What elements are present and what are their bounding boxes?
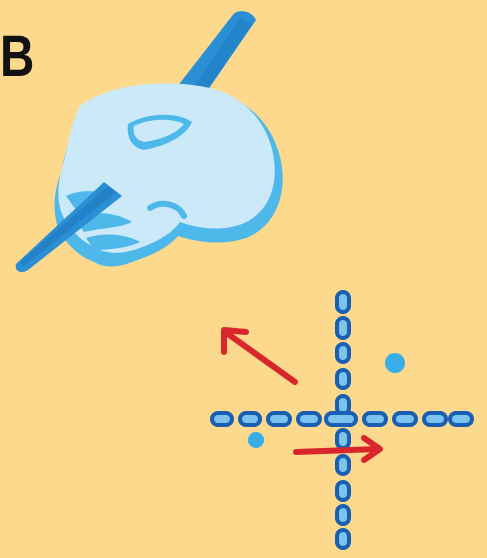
axis-horizontal-dash: [296, 411, 322, 427]
axis-vertical-dash: [335, 454, 351, 476]
axis-horizontal-dash: [266, 411, 292, 427]
thumb-highlight: [133, 119, 184, 142]
axis-horizontal-dash: [448, 411, 474, 427]
red-arrow-icon: [221, 327, 383, 463]
axis-vertical-dash: [335, 368, 351, 390]
dot: [385, 353, 405, 373]
axis-vertical-dash: [335, 428, 351, 450]
arrow-diagonal-head: [221, 327, 249, 355]
dot: [248, 432, 264, 448]
axis-horizontal-dash: [362, 411, 388, 427]
axis-horizontal-dash: [422, 411, 448, 427]
knuckle-line: [147, 200, 187, 219]
axis-vertical-dash: [335, 316, 351, 340]
axis-horizontal-dash: [238, 411, 262, 427]
axis-horizontal-dash: [392, 411, 418, 427]
finger-curl-3: [86, 234, 140, 250]
hand-holding-pen-icon: [15, 11, 283, 272]
axis-vertical-dash: [335, 480, 351, 502]
axis-vertical-dash: [335, 504, 351, 526]
arrow-horizontal-shaft: [293, 446, 381, 455]
hand-main: [58, 83, 275, 253]
dashed-cross-axes-icon: [210, 290, 474, 550]
arrow-horizontal-head: [361, 435, 383, 463]
axis-horizontal-dash: [324, 411, 358, 427]
pen-tip-shade: [20, 186, 116, 266]
axis-vertical-dash: [335, 528, 351, 550]
axis-vertical-dash: [335, 342, 351, 364]
pen-tip: [15, 182, 123, 272]
axis-vertical-dash: [335, 290, 351, 314]
axis-horizontal-dash: [210, 411, 234, 427]
panel-letter: B: [0, 24, 34, 89]
arrow-diagonal-shaft: [225, 331, 298, 385]
